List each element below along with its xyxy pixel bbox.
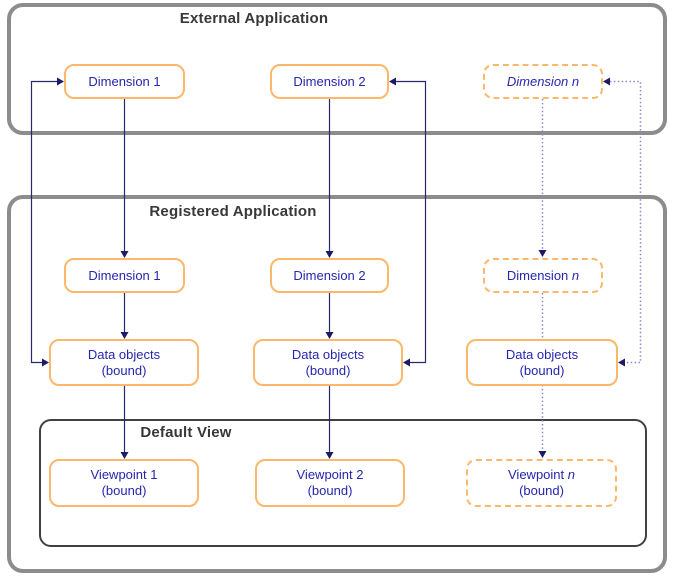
node-line2: (bound) <box>101 483 147 498</box>
node-label: Dimension 2 <box>293 73 366 89</box>
node-line2: (bound) <box>305 362 351 378</box>
node-data-objects-1: Data objects (bound) <box>49 339 199 386</box>
node-label: Dimension n <box>506 73 580 89</box>
node-line2: (bound) <box>519 362 565 378</box>
node-line1: Viewpoint 2 <box>296 467 364 482</box>
node-line1: Viewpoint 1 <box>90 467 158 482</box>
node-line1: Data objects <box>291 346 365 362</box>
node-external-dimension-1: Dimension 1 <box>64 64 185 99</box>
node-line1-n: n <box>567 467 575 482</box>
node-viewpoint-1: Viewpoint 1 (bound) <box>49 459 199 507</box>
node-label: Dimension 1 <box>88 73 161 89</box>
node-line1: Data objects <box>505 346 579 362</box>
node-label: Dimension 1 <box>88 267 161 283</box>
external-application-title: External Application <box>179 10 329 27</box>
node-viewpoint-n: Viewpoint n (bound) <box>466 459 617 507</box>
node-registered-dimension-n: Dimension n <box>483 258 603 293</box>
node-label: Dimension 2 <box>293 267 366 283</box>
registered-application-container <box>7 195 667 573</box>
registered-application-title: Registered Application <box>149 203 317 220</box>
external-application-container <box>7 3 667 135</box>
node-viewpoint-2: Viewpoint 2 (bound) <box>255 459 405 507</box>
node-label-n: n <box>571 267 580 283</box>
node-line2: (bound) <box>307 483 353 498</box>
node-registered-dimension-1: Dimension 1 <box>64 258 185 293</box>
node-line2: (bound) <box>519 483 564 498</box>
node-data-objects-n: Data objects (bound) <box>466 339 618 386</box>
node-external-dimension-2: Dimension 2 <box>270 64 389 99</box>
node-registered-dimension-2: Dimension 2 <box>270 258 389 293</box>
default-view-container <box>39 419 647 547</box>
node-line2: (bound) <box>101 362 147 378</box>
node-data-objects-2: Data objects (bound) <box>253 339 403 386</box>
node-line1: Viewpoint n <box>508 467 575 483</box>
default-view-title: Default View <box>140 424 232 441</box>
node-label: Dimension n <box>507 268 579 284</box>
node-line1-text: Viewpoint <box>508 467 565 482</box>
node-label-text: Dimension <box>506 267 569 283</box>
node-line1: Data objects <box>87 346 161 362</box>
node-external-dimension-n: Dimension n <box>483 64 603 99</box>
